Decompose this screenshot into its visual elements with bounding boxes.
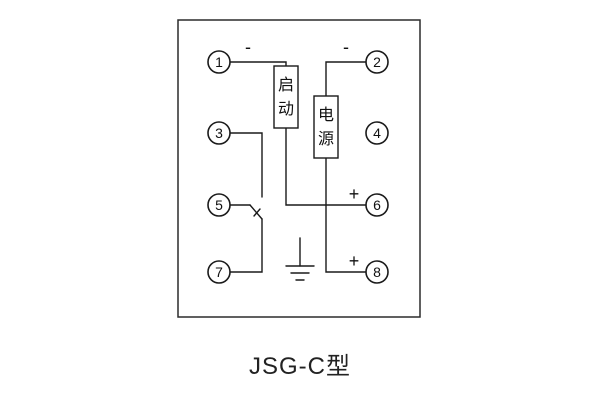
wire-terminal7-branch (229, 218, 263, 273)
terminal-5-circle (207, 193, 231, 217)
terminal-6-number: 6 (373, 197, 381, 213)
terminal-3: 3 (207, 121, 231, 145)
start-coil-label-char2: 动 (278, 100, 294, 118)
power-coil-box: 电 源 (313, 95, 339, 159)
polarity-minus-terminal2: - (343, 37, 349, 57)
terminal-8: 8 (365, 260, 389, 284)
terminal-8-number: 8 (373, 264, 381, 280)
start-coil-box: 启 动 (273, 65, 299, 129)
ground-symbol (285, 237, 315, 281)
polarity-plus-terminal6: + (349, 184, 360, 204)
terminal-8-circle (365, 260, 389, 284)
terminal-3-circle (207, 121, 231, 145)
terminal-7-circle (207, 260, 231, 284)
terminal-1: 1 (207, 50, 231, 74)
terminal-2: 2 (365, 50, 389, 74)
terminal-2-circle (365, 50, 389, 74)
contact-tick-mark (253, 208, 261, 217)
terminal-4-number: 4 (373, 125, 381, 141)
polarity-plus-terminal8: + (349, 251, 360, 271)
power-coil-outline (313, 95, 339, 159)
wire-terminal2-to-power-box (325, 61, 367, 97)
diagram-caption: JSG-C型 (249, 353, 351, 380)
terminal-6: 6 (365, 193, 389, 217)
contact-blade (249, 204, 263, 220)
terminal-7: 7 (207, 260, 231, 284)
polarity-minus-terminal1: - (245, 37, 251, 57)
terminal-6-circle (365, 193, 389, 217)
wire-start-box-to-terminal6 (285, 127, 367, 206)
power-coil-label-char2: 源 (318, 130, 334, 148)
wire-terminal1-to-start-box (229, 61, 287, 67)
terminal-1-number: 1 (215, 54, 223, 70)
terminal-4-circle (365, 121, 389, 145)
power-coil-label-char1: 电 (318, 106, 334, 124)
terminal-5: 5 (207, 193, 231, 217)
terminal-7-number: 7 (215, 264, 223, 280)
relay-case-outline (177, 19, 421, 318)
terminal-5-number: 5 (215, 197, 223, 213)
terminal-1-circle (207, 50, 231, 74)
terminal-4: 4 (365, 121, 389, 145)
terminal-2-number: 2 (373, 54, 381, 70)
terminal-3-number: 3 (215, 125, 223, 141)
start-coil-outline (273, 65, 299, 129)
wire-terminal3-branch (229, 132, 263, 198)
wire-power-box-to-terminal8 (325, 157, 367, 273)
start-coil-label-char1: 启 (278, 76, 294, 94)
